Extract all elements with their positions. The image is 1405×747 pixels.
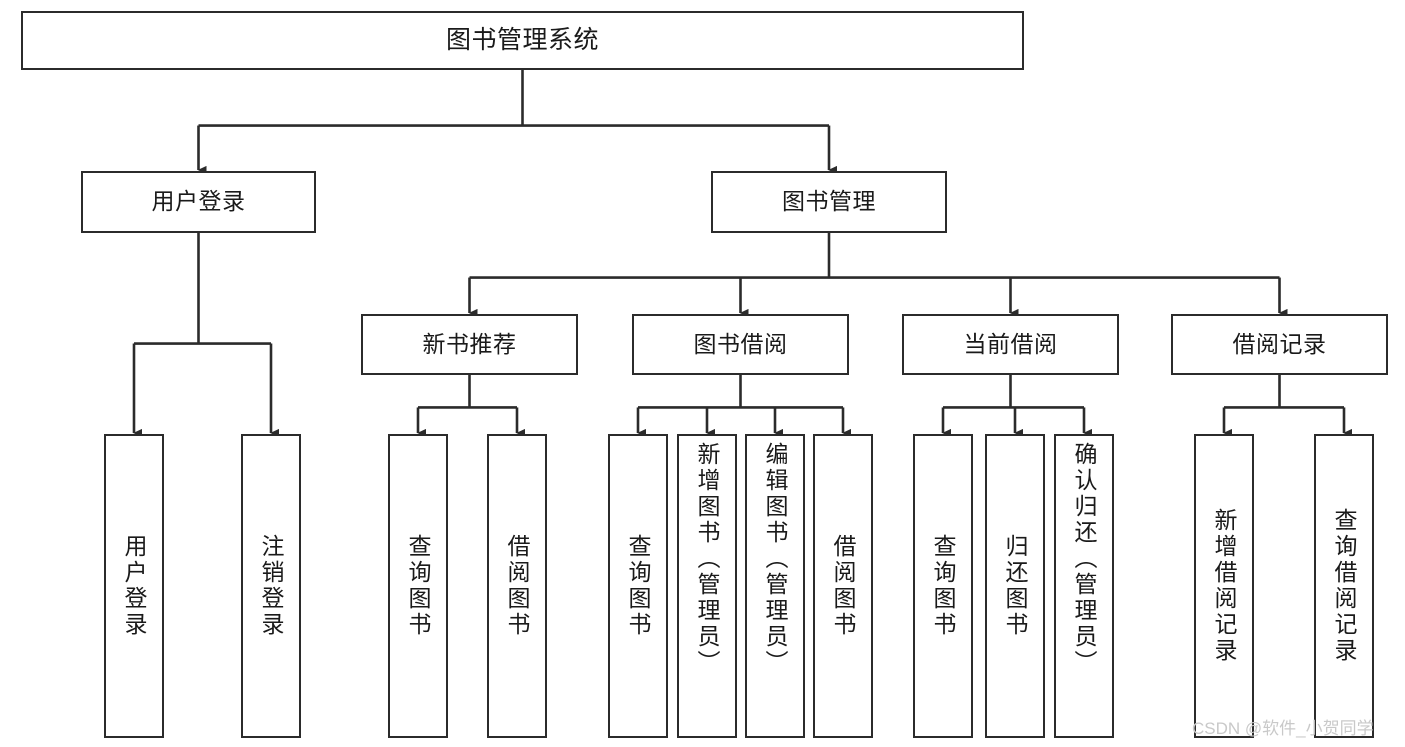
node-leaf-query-book-1[interactable]: 查询图书: [388, 434, 448, 738]
csdn-watermark: CSDN @软件_小贺同学: [1192, 719, 1374, 738]
node-leaf-logout[interactable]: 注销登录: [241, 434, 301, 738]
node-leaf-confirm-return[interactable]: 确认归还（管理员）: [1054, 434, 1114, 738]
node-leaf-query-book-2-label: 查询图书: [625, 534, 652, 638]
node-leaf-borrow-book-2[interactable]: 借阅图书: [813, 434, 873, 738]
node-leaf-query-book-3[interactable]: 查询图书: [913, 434, 973, 738]
node-borrow-record-label: 借阅记录: [1232, 330, 1327, 357]
node-user-login[interactable]: 用户登录: [81, 171, 316, 233]
node-borrow-record[interactable]: 借阅记录: [1171, 314, 1388, 375]
node-leaf-edit-book[interactable]: 编辑图书（管理员）: [745, 434, 805, 738]
node-root-label: 图书管理系统: [445, 25, 599, 54]
node-new-book-recommend[interactable]: 新书推荐: [361, 314, 578, 375]
node-user-login-label: 用户登录: [151, 188, 246, 215]
node-book-manage-label: 图书管理: [782, 188, 876, 215]
node-book-borrow[interactable]: 图书借阅: [632, 314, 849, 375]
node-leaf-user-login-label: 用户登录: [121, 534, 148, 638]
node-leaf-add-record-label: 新增借阅记录: [1211, 508, 1238, 664]
node-leaf-add-record[interactable]: 新增借阅记录: [1194, 434, 1254, 738]
node-leaf-logout-label: 注销登录: [258, 534, 285, 638]
node-leaf-return-book-label: 归还图书: [1002, 534, 1029, 638]
node-new-book-recommend-label: 新书推荐: [422, 330, 517, 357]
node-root[interactable]: 图书管理系统: [21, 11, 1024, 70]
node-leaf-query-book-2[interactable]: 查询图书: [608, 434, 668, 738]
node-leaf-return-book[interactable]: 归还图书: [985, 434, 1045, 738]
node-leaf-add-book-label: 新增图书（管理员）: [694, 442, 721, 676]
node-leaf-confirm-return-label: 确认归还（管理员）: [1071, 442, 1098, 676]
node-current-borrow[interactable]: 当前借阅: [902, 314, 1119, 375]
node-leaf-borrow-book-1[interactable]: 借阅图书: [487, 434, 547, 738]
node-leaf-user-login[interactable]: 用户登录: [104, 434, 164, 738]
node-leaf-edit-book-label: 编辑图书（管理员）: [762, 442, 789, 676]
node-leaf-query-record-label: 查询借阅记录: [1331, 508, 1358, 664]
node-leaf-add-book[interactable]: 新增图书（管理员）: [677, 434, 737, 738]
connector-edges: [132, 70, 1353, 438]
node-leaf-query-record[interactable]: 查询借阅记录: [1314, 434, 1374, 738]
node-leaf-borrow-book-1-label: 借阅图书: [504, 534, 531, 638]
node-book-borrow-label: 图书借阅: [693, 330, 788, 357]
node-leaf-query-book-3-label: 查询图书: [930, 534, 957, 638]
node-current-borrow-label: 当前借阅: [963, 330, 1058, 357]
node-book-manage[interactable]: 图书管理: [711, 171, 947, 233]
node-leaf-borrow-book-2-label: 借阅图书: [830, 534, 857, 638]
node-leaf-query-book-1-label: 查询图书: [405, 534, 432, 638]
